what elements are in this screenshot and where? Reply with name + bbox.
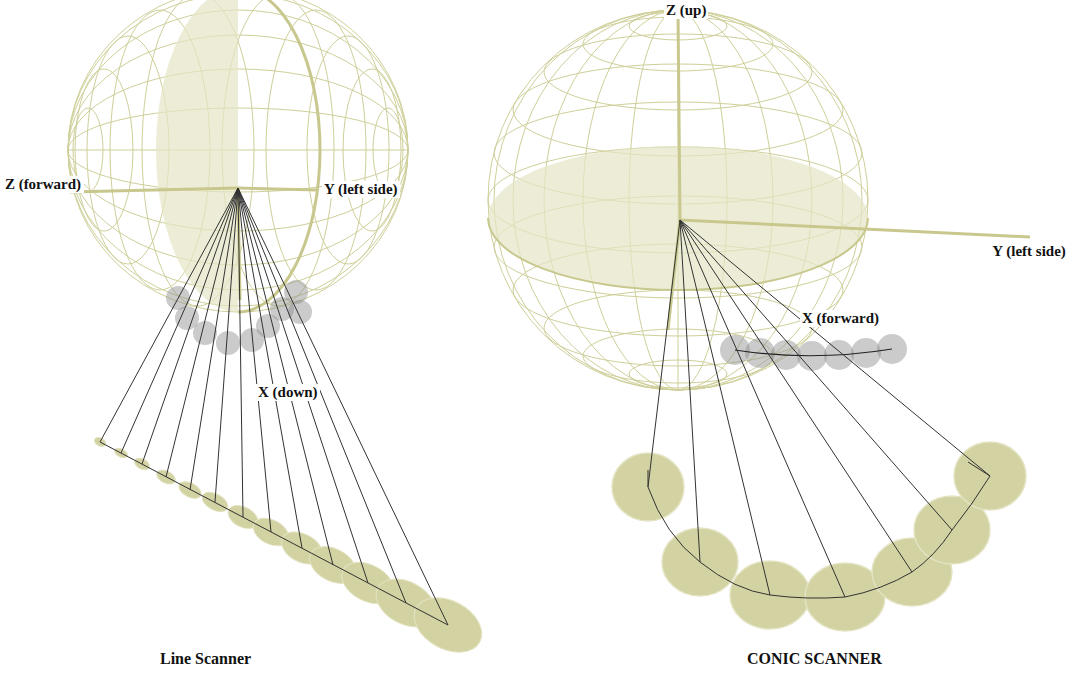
figure-caption: Line Scanner <box>158 650 253 667</box>
axis-label: Z (up) <box>664 2 708 19</box>
axis-label: Z (forward) <box>2 176 84 193</box>
figure-caption: CONIC SCANNER <box>745 650 884 667</box>
axis-label: X (down) <box>256 384 320 401</box>
axis-label: Y (left side) <box>985 243 1073 260</box>
axis-label: Y (left side) <box>322 181 400 198</box>
axis-label: X (forward) <box>800 310 881 327</box>
